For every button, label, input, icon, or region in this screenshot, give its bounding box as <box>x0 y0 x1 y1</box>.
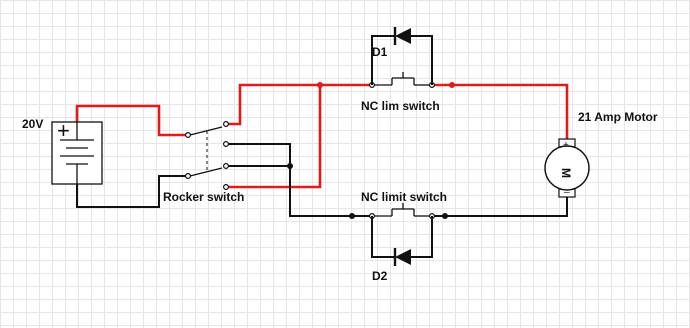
bottom-limit-switch <box>369 203 436 220</box>
diode-d1-triangle <box>395 28 411 44</box>
junction-dot <box>449 82 455 88</box>
junction-dot <box>442 213 448 219</box>
d1-label: D1 <box>372 45 388 59</box>
motor-plus: + <box>563 140 569 151</box>
diode-d1 <box>371 27 433 85</box>
rocker-switch-label: Rocker switch <box>163 190 244 204</box>
wire-top-rail-left <box>226 83 372 126</box>
motor-circle <box>544 145 590 191</box>
junction-dot <box>317 82 323 88</box>
rocker-switch <box>185 120 230 191</box>
diode-d2 <box>371 216 433 266</box>
top-limit-switch <box>369 72 436 88</box>
junctions <box>287 82 455 219</box>
wire-top-rail-right <box>432 83 569 139</box>
bottom-limit-switch-label: NC limit switch <box>361 190 447 204</box>
wire-cross-link-black <box>226 143 372 217</box>
red-wires <box>75 83 569 189</box>
battery: + <box>51 118 103 185</box>
motor-letter: M <box>559 168 573 178</box>
junction-dot <box>349 213 355 219</box>
motor-minus: – <box>564 187 570 198</box>
black-wires <box>76 143 568 217</box>
wire-battery-negative <box>76 175 188 208</box>
d2-label: D2 <box>372 269 388 283</box>
junction-dot <box>287 163 293 169</box>
rocker-arm-top <box>189 126 223 136</box>
wire-bottom-rail-right <box>432 197 568 217</box>
rocker-arm-bottom <box>189 167 223 177</box>
battery-voltage-label: 20V <box>22 117 43 131</box>
top-limit-switch-label: NC lim switch <box>361 99 440 113</box>
wire-battery-positive <box>75 104 188 137</box>
diode-d2-triangle <box>395 249 411 265</box>
battery-plus-sign: + <box>57 118 70 143</box>
wire-cross-link-red <box>226 85 322 189</box>
motor-label: 21 Amp Motor <box>578 110 658 124</box>
motor: M + – <box>544 138 590 198</box>
